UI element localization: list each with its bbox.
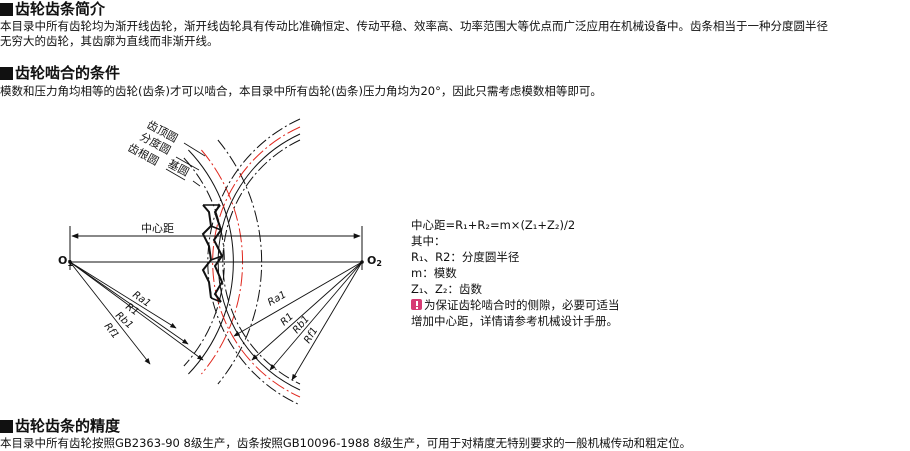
intro-text-line1: 本目录中所有齿轮均为渐开线齿轮，渐开线齿轮具有传动比准确恒定、传动平稳、效率高、…: [0, 19, 828, 33]
intro-heading: 齿轮齿条简介: [0, 0, 105, 18]
right-base-circle: [222, 139, 301, 385]
formula-warning-line: 为保证齿轮啮合时的侧隙，必要可适当: [411, 297, 620, 313]
right-radii: [233, 261, 363, 381]
formula-line5: Z₁、Z₂：齿数: [411, 282, 482, 296]
left-radii: [69, 261, 204, 365]
formula-line6: 为保证齿轮啮合时的侧隙，必要可适当: [424, 298, 620, 312]
formula-line1: 中心距=R₁+R₂=m×(Z₁+Z₂)/2: [411, 218, 576, 232]
right-pitch-circle: [212, 126, 301, 398]
left-base-circle: [183, 157, 225, 367]
formula-line4: m：模数: [411, 266, 457, 280]
left-tip-circle: [217, 139, 263, 385]
o2-label: O2: [367, 254, 382, 268]
formula-line2: 其中：: [411, 234, 446, 248]
precision-heading: 齿轮齿条的精度: [0, 417, 120, 435]
precision-text-line1: 本目录中所有齿轮按照GB2363-90 8级生产，齿条按照GB10096-198…: [0, 436, 692, 450]
gear-meshing-diagram: 中心距 O1 O2 Ra1 R1 Rb1 Rf1 Ra1 R1 Rb1 Rf1 …: [58, 118, 382, 406]
intro-text-line2: 无穷大的齿轮，其齿廓为直线而非渐开线。: [0, 34, 219, 48]
right-ra-label: Ra1: [266, 289, 288, 308]
formula-line7: 增加中心距，详情请参考机械设计手册。: [411, 314, 618, 328]
meshing-teeth: [201, 204, 224, 303]
label-leaders: [165, 142, 206, 187]
center-distance-label: 中心距: [141, 222, 174, 235]
intro-title: 齿轮齿条简介: [15, 0, 106, 18]
o1-label: O1: [58, 254, 73, 268]
warning-icon: [411, 299, 422, 310]
formula-line3: R₁、R2：分度圆半径: [411, 250, 520, 264]
meshing-heading: 齿轮啮合的条件: [0, 64, 120, 82]
square-bullet-icon: [0, 66, 13, 80]
square-bullet-icon: [0, 2, 13, 16]
square-bullet-icon: [0, 419, 13, 433]
meshing-title: 齿轮啮合的条件: [15, 64, 121, 82]
precision-title: 齿轮齿条的精度: [15, 417, 121, 435]
right-tip-circle: [207, 118, 301, 406]
meshing-text-line1: 模数和压力角均相等的齿轮(齿条)才可以啮合，本目录中所有齿轮(齿条)压力角均为2…: [0, 84, 602, 98]
left-rf-label: Rf1: [102, 321, 121, 341]
